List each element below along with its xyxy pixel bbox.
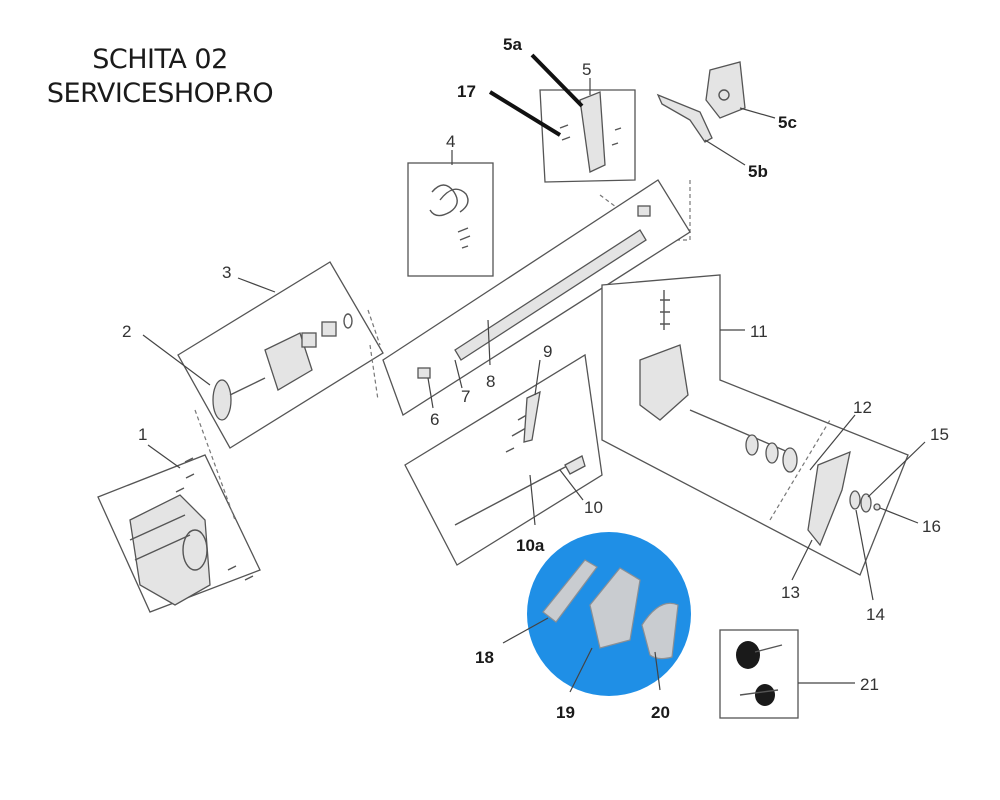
label-12: 12	[853, 398, 872, 417]
leader-lines	[142, 53, 926, 693]
diagram-title-line1: SCHITA 02	[92, 44, 228, 75]
label-10: 10	[584, 498, 603, 517]
label-5a: 5a	[503, 35, 522, 54]
label-5b: 5b	[748, 162, 768, 181]
label-13: 13	[781, 583, 800, 602]
label-2: 2	[122, 322, 131, 341]
part-5-plate	[539, 89, 636, 183]
label-1: 1	[138, 425, 147, 444]
photo-parts-18-19-20	[527, 532, 691, 696]
part-16-nut	[873, 503, 881, 511]
label-19: 19	[556, 703, 575, 722]
part-11-gearbox-assembly	[601, 274, 909, 576]
label-14: 14	[866, 605, 885, 624]
part-20-half-shell	[641, 602, 679, 660]
part-18-clamp-bar	[542, 559, 598, 623]
part-5b-bracket	[656, 93, 713, 143]
label-21: 21	[860, 675, 879, 694]
label-3: 3	[222, 263, 231, 282]
label-17: 17	[457, 82, 476, 101]
part-5c-bracket	[705, 61, 746, 119]
label-16: 16	[922, 517, 941, 536]
label-7: 7	[461, 387, 470, 406]
part-3-clutch-assembly	[177, 261, 384, 449]
part-19-clamp	[589, 567, 641, 649]
part-labels: 1 2 3 4 5 5a 5b 5c 6 7 8 9 10 10a 11 12 …	[122, 35, 949, 722]
label-9: 9	[543, 342, 552, 361]
label-4: 4	[446, 132, 455, 151]
label-15: 15	[930, 425, 949, 444]
label-5: 5	[582, 60, 591, 79]
label-18: 18	[475, 648, 494, 667]
label-6: 6	[430, 410, 439, 429]
diagram-title-line2: SERVICESHOP.RO	[46, 78, 274, 109]
part-13-blade-guard	[807, 450, 851, 547]
part-10-throttle-cable	[404, 353, 603, 566]
label-10a: 10a	[516, 536, 545, 555]
label-11: 11	[750, 322, 768, 341]
label-20: 20	[651, 703, 670, 722]
part-1-engine-housing	[97, 454, 261, 613]
part-8-drive-shaft-tube	[382, 179, 691, 416]
label-8: 8	[486, 372, 495, 391]
part-4-spring-set	[407, 162, 494, 277]
label-5c: 5c	[778, 113, 797, 132]
part-2-clutch-drum	[212, 379, 232, 421]
part-15-washer	[860, 493, 872, 513]
part-21-dampers	[719, 629, 799, 719]
part-6-bushing	[417, 367, 431, 379]
part-14-washer	[849, 490, 861, 510]
